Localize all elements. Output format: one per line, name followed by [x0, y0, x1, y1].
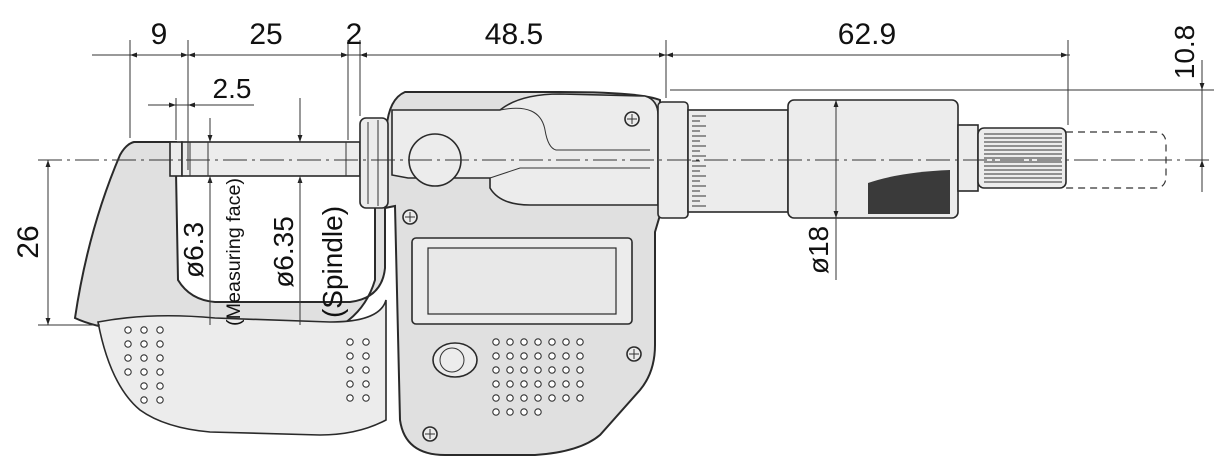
dim-2-5: 2.5 — [213, 73, 252, 104]
anvil — [169, 141, 183, 177]
dim-62-9: 62.9 — [838, 18, 896, 51]
spindle-sleeve — [359, 117, 389, 209]
frame-grip-panel — [97, 299, 387, 436]
label-measuring-face: (Measuring face) — [224, 178, 245, 326]
display-screen — [427, 247, 617, 315]
thimble-scale — [687, 109, 789, 213]
dim-spindle-diameter: ø6.35 — [268, 216, 299, 288]
dim-48-5: 48.5 — [485, 18, 543, 51]
spindle — [181, 141, 361, 177]
screw-mid-left — [402, 209, 418, 225]
label-spindle: (Spindle) — [317, 206, 348, 318]
dim-10-8: 10.8 — [1169, 25, 1200, 80]
dim-face-diameter: ø6.3 — [178, 222, 209, 278]
dim-2: 2 — [346, 18, 363, 51]
thimble-grip — [868, 170, 950, 214]
screw-bottom — [422, 426, 438, 442]
dim-25: 25 — [249, 18, 282, 51]
screw-top-right — [624, 111, 640, 127]
dim-26: 26 — [12, 225, 45, 258]
dim-18: ø18 — [803, 226, 834, 274]
ratchet-neck — [957, 124, 979, 192]
head-housing — [391, 93, 659, 206]
dim-9: 9 — [151, 18, 168, 51]
screw-mid-right — [626, 346, 642, 362]
